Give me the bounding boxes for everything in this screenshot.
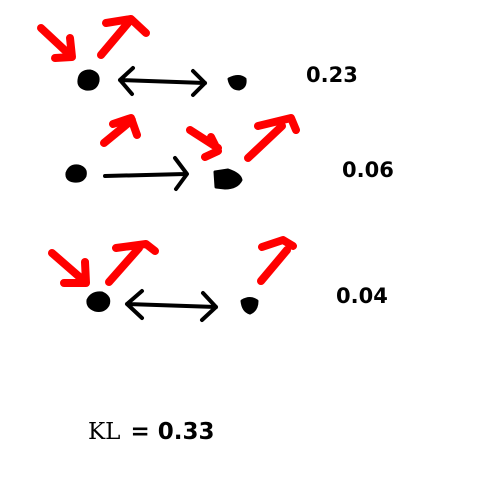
particle-dot	[86, 291, 111, 312]
double-arrow-icon	[125, 289, 218, 322]
particle-dot	[213, 168, 243, 190]
kl-value: 0.33	[157, 419, 215, 445]
particle-dot	[227, 75, 247, 91]
kl-equals-sign: =	[130, 419, 150, 445]
red-arrow-icon	[37, 24, 76, 62]
row-1-value: 0.23	[306, 63, 358, 87]
double-arrow-icon	[118, 66, 207, 97]
red-arrow-icon	[257, 236, 297, 285]
particle-dot	[77, 69, 100, 91]
row-3-value: 0.04	[336, 284, 388, 308]
kl-label: KL	[88, 419, 121, 445]
row-2-value: 0.06	[342, 158, 394, 182]
row-3	[48, 236, 297, 322]
red-arrow-icon	[100, 114, 141, 147]
particle-dot	[240, 297, 259, 315]
single-arrow-icon	[103, 156, 189, 191]
particle-dot	[65, 164, 87, 183]
row-2	[65, 114, 300, 191]
red-arrow-icon	[186, 126, 222, 161]
row-1	[37, 15, 247, 97]
kl-total: KL = 0.33	[88, 421, 215, 444]
red-arrow-icon	[244, 114, 300, 162]
red-arrow-icon	[48, 249, 90, 287]
red-arrow-icon	[105, 240, 159, 286]
red-arrow-icon	[97, 15, 150, 59]
